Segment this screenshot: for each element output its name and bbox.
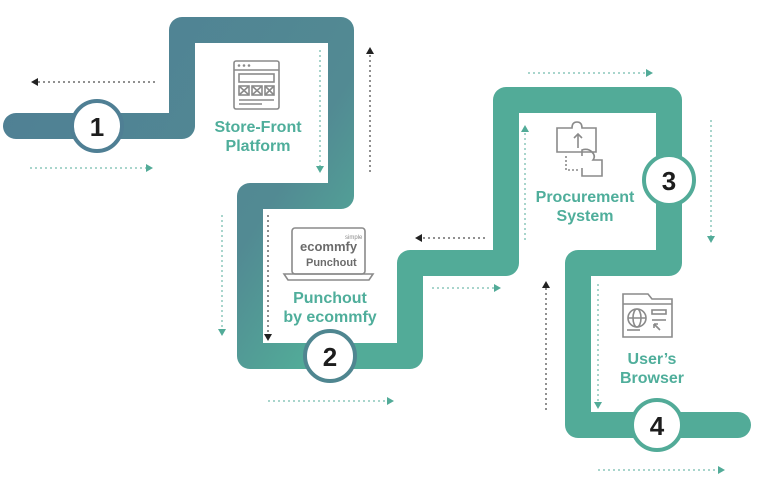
workflow-path bbox=[3, 17, 751, 438]
step-circle-4: 4 bbox=[630, 398, 684, 452]
step-label-2-line2: by ecommfy bbox=[283, 309, 377, 326]
browser-icon bbox=[622, 293, 673, 338]
step-label-3: Procurement System bbox=[525, 188, 645, 226]
step-label-1-line1: Store-Front bbox=[214, 119, 302, 136]
step-number-1: 1 bbox=[90, 112, 104, 142]
step-circle-2: 2 bbox=[303, 329, 357, 383]
step-number-3: 3 bbox=[662, 166, 676, 196]
step-label-3-line2: System bbox=[556, 208, 614, 225]
step-label-4-line1: User’s bbox=[627, 351, 677, 368]
step-label-1: Store-Front Platform bbox=[198, 118, 318, 156]
flow-arrows bbox=[30, 47, 725, 474]
step-circle-3: 3 bbox=[642, 153, 696, 207]
step-label-4-line2: Browser bbox=[619, 370, 685, 387]
puzzle-icon bbox=[556, 121, 603, 177]
storefront-icon bbox=[233, 60, 280, 110]
laptop-brand-small: simple bbox=[345, 235, 363, 241]
step-label-3-line1: Procurement bbox=[535, 189, 635, 206]
step-label-2: Punchout by ecommfy bbox=[270, 289, 390, 327]
step-label-1-line2: Platform bbox=[225, 138, 291, 155]
step-number-2: 2 bbox=[323, 342, 337, 372]
laptop-caption: Punchout bbox=[306, 257, 357, 269]
step-label-4: User’s Browser bbox=[592, 350, 712, 388]
laptop-brand: ecommfy bbox=[300, 239, 358, 254]
laptop-icon bbox=[282, 227, 375, 281]
step-number-4: 4 bbox=[650, 411, 665, 441]
step-label-2-line1: Punchout bbox=[293, 290, 367, 307]
step-circle-1: 1 bbox=[70, 99, 124, 153]
